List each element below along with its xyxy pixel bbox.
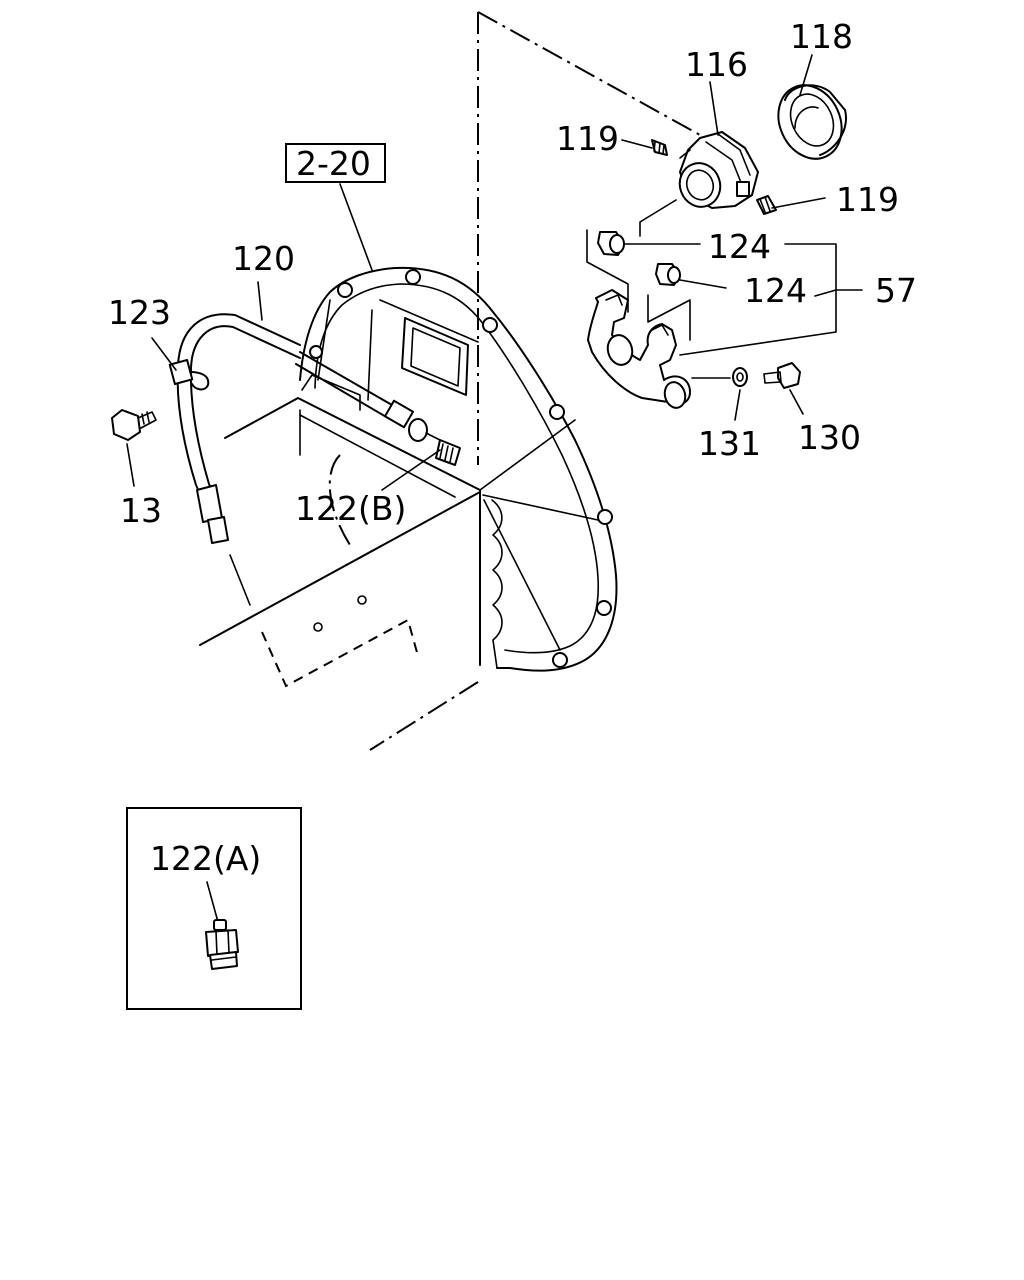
bolt-13 [111, 409, 157, 441]
label-124-lower: 124 [744, 271, 807, 310]
bushing-124-upper [597, 231, 625, 256]
label-122b: 122(B) [295, 489, 406, 528]
label-119-left: 119 [556, 119, 619, 158]
ref-box-label: 2-20 [296, 144, 371, 183]
label-57: 57 [875, 271, 917, 310]
label-119-right: 119 [836, 180, 899, 219]
washer-131 [732, 367, 748, 387]
bearing-118 [777, 84, 847, 160]
leader-lines [126, 54, 863, 491]
spring-119-right [756, 195, 777, 215]
label-123: 123 [108, 293, 171, 332]
housing-bolt-holes [309, 269, 613, 668]
clutch-housing [299, 266, 618, 672]
inset-122a: 122(A) [126, 807, 302, 1010]
transmission-body [199, 11, 701, 751]
label-120: 120 [232, 239, 295, 278]
bushing-124-lower [655, 263, 681, 286]
bolt-130 [763, 362, 801, 389]
spring-119-left [651, 139, 668, 156]
release-fork [587, 289, 691, 409]
label-124-upper: 124 [708, 227, 771, 266]
fitting-122a [205, 919, 239, 970]
release-sleeve-116 [678, 131, 759, 209]
reference-box [285, 143, 386, 183]
label-116: 116 [685, 45, 748, 84]
label-118: 118 [790, 17, 853, 56]
label-122a: 122(A) [150, 839, 261, 878]
clutch-hose [168, 313, 301, 606]
label-13: 13 [120, 491, 162, 530]
label-130: 130 [798, 418, 861, 457]
label-131: 131 [698, 424, 761, 463]
